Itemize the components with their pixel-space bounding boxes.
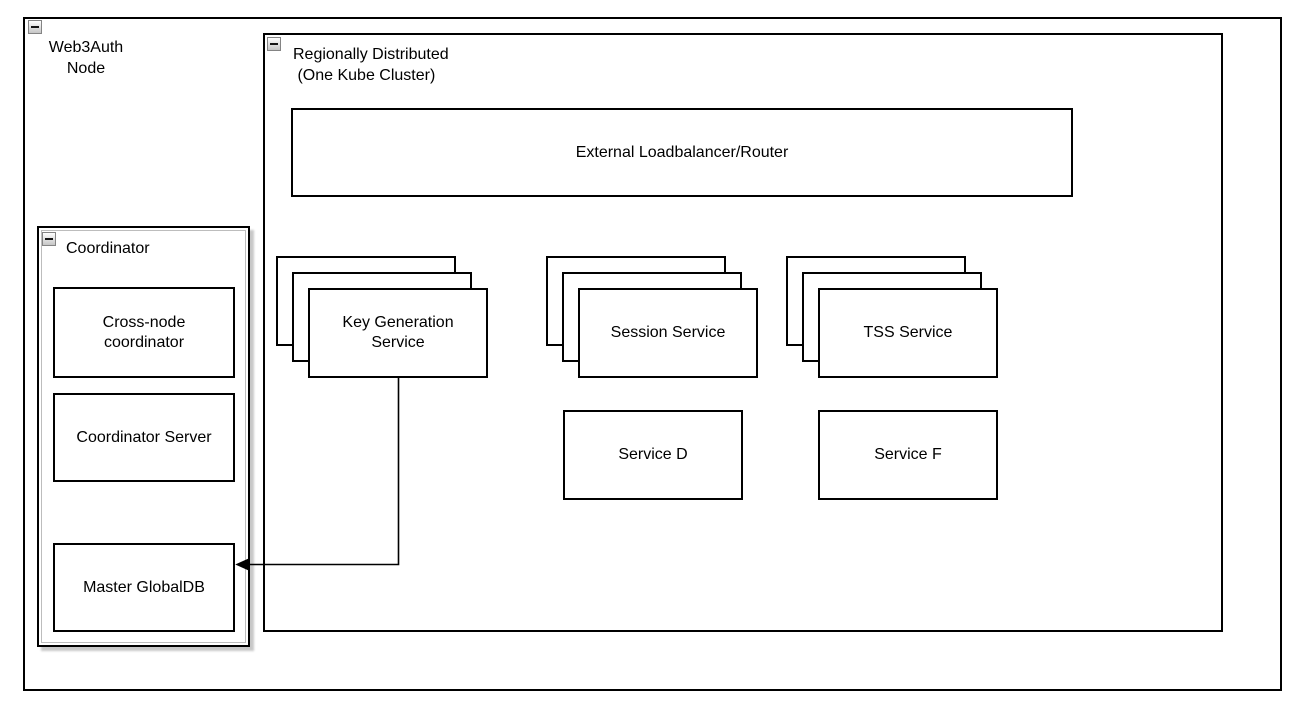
minus-icon [270, 43, 278, 45]
node-service-f: Service F [818, 410, 998, 500]
minus-icon [45, 238, 53, 240]
node-cross-node-coordinator: Cross-node coordinator [53, 287, 235, 378]
node-master-globaldb: Master GlobalDB [53, 543, 235, 632]
collapse-icon[interactable] [42, 232, 56, 246]
node-external-loadbalancer: External Loadbalancer/Router [291, 108, 1073, 197]
node-key-generation-service: Key Generation Service [308, 288, 488, 378]
node-coordinator-server: Coordinator Server [53, 393, 235, 482]
node-service-d: Service D [563, 410, 743, 500]
node-tss-service: TSS Service [818, 288, 998, 378]
collapse-icon[interactable] [267, 37, 281, 51]
collapse-icon[interactable] [28, 20, 42, 34]
minus-icon [31, 26, 39, 28]
node-session-service: Session Service [578, 288, 758, 378]
coordinator-label: Coordinator [66, 240, 150, 257]
web3auth-node-label: Web3Auth Node [48, 39, 124, 77]
regional-cluster-label: Regionally Distributed (One Kube Cluster… [293, 46, 449, 84]
